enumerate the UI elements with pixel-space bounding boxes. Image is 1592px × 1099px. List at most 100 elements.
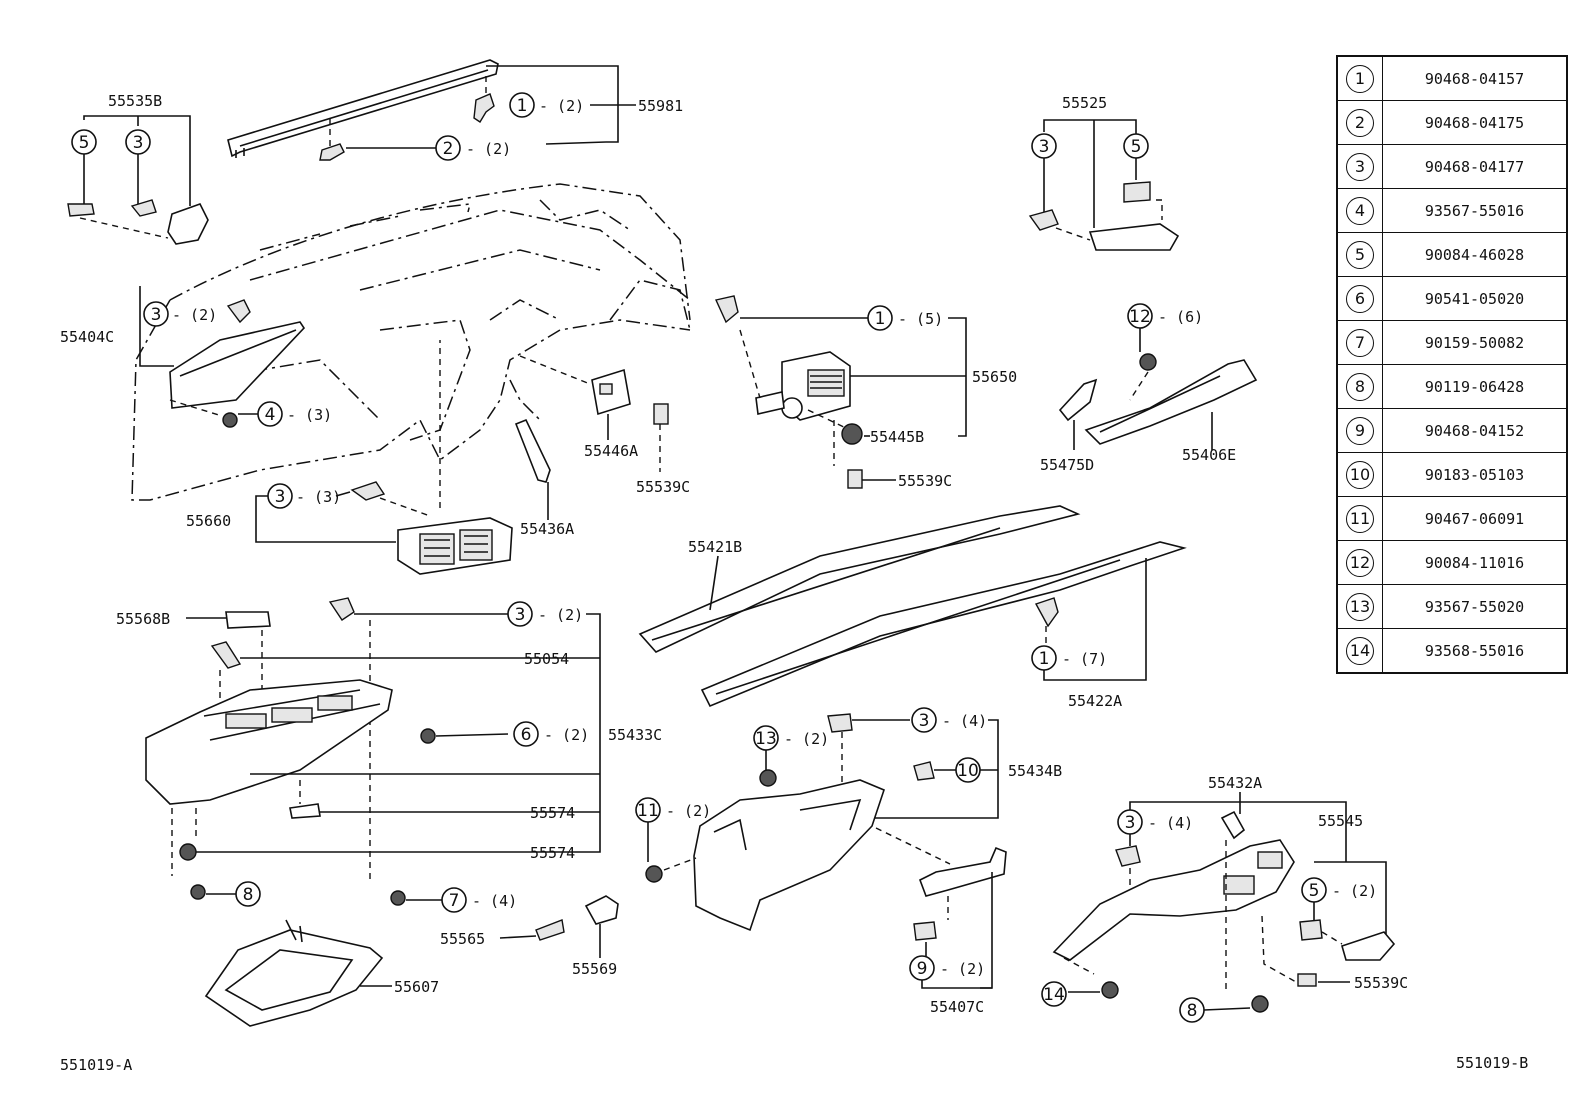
part-label-55981: 55981 [638,97,683,115]
reinforcement-brace-part [1058,359,1258,445]
callout-c5-right: 5 - (2) [1301,877,1377,903]
undercover-part [204,919,384,1027]
callout-qty: - (3) [287,406,332,424]
callout-number: 10 [957,761,979,781]
clip-part [1034,597,1059,628]
striker-part [584,895,619,925]
clip-part [226,299,251,324]
part-label-55535B: 55535B [108,92,162,110]
side-register-part [755,351,851,421]
instrument-panel-outline [131,183,691,501]
part-label-55432A: 55432A [1208,774,1262,792]
callout-c6: 6 - (2) [513,721,589,747]
diagram-code-right: 551019-B [1456,1054,1529,1072]
callout-c7: 7 - (4) [441,887,517,913]
clip-part [913,921,937,941]
callout-number: 3 [1125,813,1136,833]
callout-number: 1 [1039,649,1050,669]
legend-ref-number: 11 [1336,496,1383,541]
legend-ref-circle: 11 [1346,504,1374,533]
side-cover-part [1088,223,1180,251]
part-label-55446A: 55446A [584,442,638,460]
legend-ref-number: 13 [1336,584,1383,629]
legend-part-number: 93568-55016 [1382,628,1568,674]
legend-ref-number: 1 [1336,55,1383,101]
callout-number: 5 [1131,137,1142,157]
legend-ref-number: 4 [1336,188,1383,233]
part-label-55445B: 55445B [870,428,924,446]
callout-qty: - (7) [1062,650,1107,668]
part-label-55568B: 55568B [116,610,170,628]
part-label-55545: 55545 [1318,812,1363,830]
callout-qty: - (4) [942,712,987,730]
clip-part [1028,209,1059,231]
callout-qty: - (2) [172,306,217,324]
legend-ref-number: 10 [1336,452,1383,497]
legend-ref-circle: 5 [1346,240,1374,269]
legend-ref-circle: 13 [1346,592,1374,621]
callout-qty: - (4) [1148,814,1193,832]
callout-qty: - (4) [472,892,517,910]
callout-number: 2 [443,139,454,159]
callout-number: 8 [243,885,254,905]
callout-number: 3 [275,487,286,507]
legend-ref-number: 8 [1336,364,1383,409]
callout-qty: - (2) [940,960,985,978]
callout-c8-right: 8 [1179,997,1205,1023]
callout-qty: - (2) [784,730,829,748]
callout-c9: 9 - (2) [909,955,985,981]
legend-ref-circle: 1 [1346,64,1374,93]
callout-number: 12 [1129,307,1151,327]
clip-part [328,597,355,621]
legend-part-number: 90468-04152 [1382,408,1568,453]
bumper-part [420,728,436,744]
part-label-55574-a: 55574 [530,804,575,822]
legend-part-number: 90084-11016 [1382,540,1568,585]
callout-number: 3 [133,133,144,153]
callout-number: 3 [515,605,526,625]
callout-c3-right: 3 - (4) [1117,809,1193,835]
callout-c3-55525: 3 [1031,133,1057,159]
callout-qty: - (2) [538,606,583,624]
callout-number: 14 [1043,985,1065,1005]
legend-part-number: 90183-05103 [1382,452,1568,497]
part-label-55539C-c: 55539C [1354,974,1408,992]
callout-qty: - (2) [1332,882,1377,900]
callout-qty: - (5) [898,310,943,328]
part-label-55525: 55525 [1062,94,1107,112]
clip-part [1123,181,1151,203]
clip-part [913,761,935,781]
callout-c5-55525: 5 [1123,133,1149,159]
bolt-part [1139,353,1157,371]
legend-ref-circle: 14 [1346,636,1374,665]
callout-c3-glove: 3 - (2) [507,601,583,627]
legend-ref-circle: 3 [1346,152,1374,181]
callout-c12: 12 - (6) [1127,303,1203,329]
callout-number: 4 [265,405,276,425]
legend-ref-circle: 4 [1346,196,1374,225]
callout-number: 8 [1187,1001,1198,1021]
callout-qty: - (2) [544,726,589,744]
legend-part-number: 90119-06428 [1382,364,1568,409]
bracket-part [514,418,551,483]
part-label-55650: 55650 [972,368,1017,386]
callout-c13: 13 - (2) [753,725,829,751]
damper-part [289,803,321,819]
part-label-55421B: 55421B [688,538,742,556]
bolt-part [190,884,206,900]
callout-c1-55422: 1 - (7) [1031,645,1107,671]
defroster-garnish-part [227,59,499,158]
callout-number: 5 [1309,881,1320,901]
cover-part [225,611,271,629]
bolt-part [645,865,663,883]
callout-c2-top: 2 - (2) [435,135,511,161]
